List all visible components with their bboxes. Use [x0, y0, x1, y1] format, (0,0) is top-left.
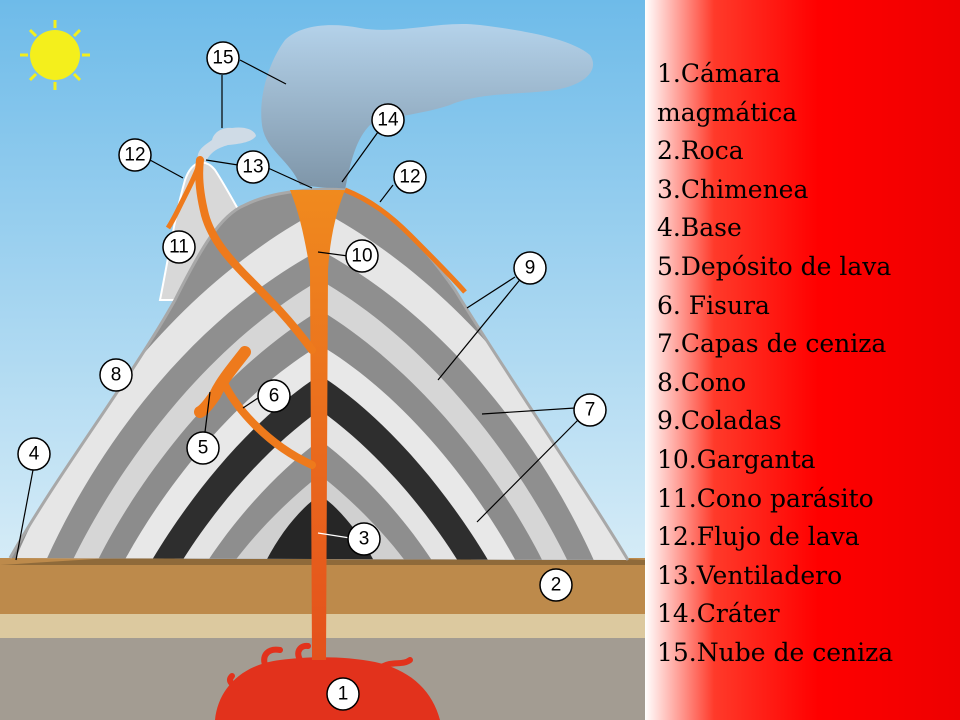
legend-list: 1.Cámara magmática 2.Roca 3.Chimenea 4.B… — [657, 55, 957, 673]
svg-text:7: 7 — [585, 400, 596, 421]
fissure — [221, 381, 316, 469]
callout-11: 11 — [162, 230, 196, 264]
lava-flow-right — [344, 187, 467, 294]
svg-text:13: 13 — [242, 157, 263, 178]
legend-item: 13.Ventiladero — [657, 560, 843, 590]
legend-panel: 1.Cámara magmática 2.Roca 3.Chimenea 4.B… — [645, 0, 960, 720]
svg-text:5: 5 — [198, 438, 209, 459]
svg-text:6: 6 — [269, 386, 280, 407]
callout-5: 5 — [186, 431, 220, 465]
svg-text:2: 2 — [551, 575, 562, 596]
svg-text:14: 14 — [377, 110, 399, 131]
legend-item: 11.Cono parásito — [657, 483, 874, 513]
legend-item: 7.Capas de ceniza — [657, 329, 887, 359]
svg-text:12: 12 — [399, 167, 420, 188]
callout-3: 3 — [347, 522, 381, 556]
callout-12-right: 12 — [393, 160, 427, 194]
legend-item: 4.Base — [657, 213, 742, 243]
svg-text:12: 12 — [124, 145, 145, 166]
legend-item: 14.Cráter — [657, 599, 780, 629]
svg-text:8: 8 — [111, 365, 122, 386]
callout-6: 6 — [257, 379, 291, 413]
callout-4: 4 — [17, 437, 51, 471]
callout-9: 9 — [513, 251, 547, 285]
legend-item: 15.Nube de ceniza — [657, 637, 894, 667]
callout-15: 15 — [206, 41, 240, 75]
svg-text:1: 1 — [338, 684, 349, 705]
svg-text:4: 4 — [29, 444, 40, 465]
legend-item: 6. Fisura — [657, 290, 770, 320]
callout-8: 8 — [99, 358, 133, 392]
lava-deposit — [194, 346, 251, 418]
svg-text:10: 10 — [351, 246, 372, 267]
legend-item: 8.Cono — [657, 367, 747, 397]
side-conduit — [195, 156, 316, 354]
main-conduit — [290, 190, 345, 660]
svg-text:9: 9 — [525, 258, 536, 279]
svg-text:15: 15 — [212, 48, 233, 69]
callout-12-left: 12 — [118, 138, 152, 172]
legend-item: 12.Flujo de lava — [657, 522, 860, 552]
callout-arrows — [15, 59, 581, 561]
callout-14: 14 — [371, 103, 405, 137]
sun — [20, 20, 90, 90]
lava-flow-parasitic — [165, 161, 203, 230]
legend-item: 5.Depósito de lava — [657, 251, 892, 281]
callout-13: 13 — [236, 150, 270, 184]
volcano-diagram: 15 14 12 13 12 11 10 9 8 6 7 5 4 3 2 1 — [0, 0, 645, 720]
callout-1: 1 — [326, 677, 360, 711]
legend-item: 10.Garganta — [657, 444, 816, 474]
callout-2: 2 — [539, 568, 573, 602]
legend-item: 3.Chimenea — [657, 174, 809, 204]
ash-cloud — [261, 23, 594, 190]
vent-puff — [197, 127, 256, 162]
legend-item: 9.Coladas — [657, 406, 782, 436]
callout-7: 7 — [573, 393, 607, 427]
svg-text:3: 3 — [359, 529, 370, 550]
callout-10: 10 — [345, 239, 379, 273]
legend-item: 1.Cámara magmática — [657, 59, 798, 127]
legend-item: 2.Roca — [657, 136, 744, 166]
svg-text:11: 11 — [169, 237, 189, 258]
